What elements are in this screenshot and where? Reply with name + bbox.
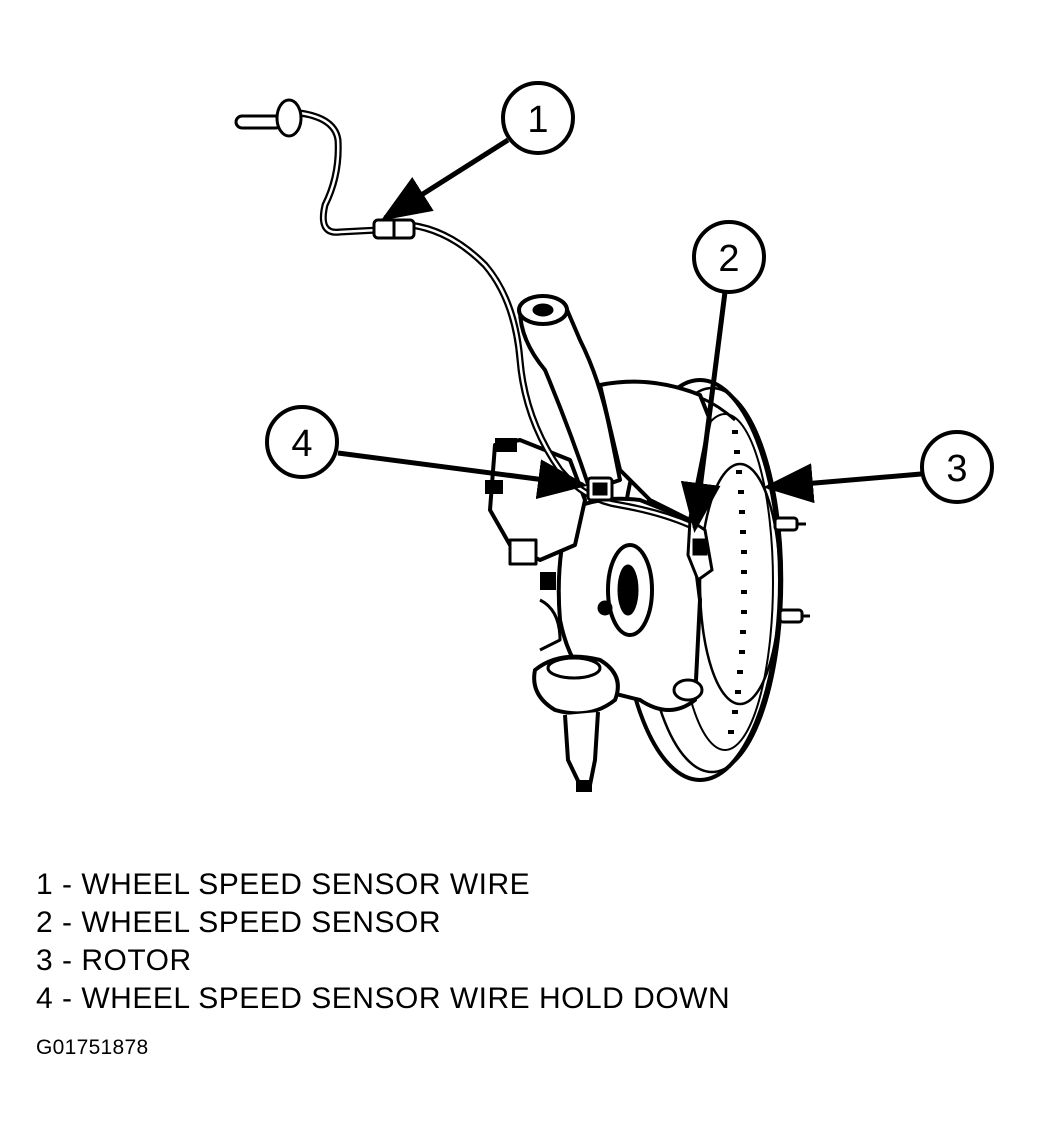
callout-4: 4 — [265, 405, 339, 479]
leader-4 — [337, 450, 588, 500]
hub-and-studs — [773, 516, 810, 624]
leader-3 — [763, 463, 922, 504]
svg-text:3: 3 — [946, 448, 967, 490]
knuckle-rotor-diagram: 1 2 3 4 — [234, 81, 994, 792]
legend-item-1: 1 - WHEEL SPEED SENSOR WIRE — [36, 868, 531, 901]
svg-text:2: 2 — [718, 238, 739, 280]
wire-hold-down-clip — [586, 476, 614, 502]
legend: 1 - WHEEL SPEED SENSOR WIRE 2 - WHEEL SP… — [36, 866, 730, 1018]
leader-2 — [680, 291, 728, 533]
rotor-vent-holes — [728, 430, 747, 734]
legend-item-3: 3 - ROTOR — [36, 944, 192, 977]
callout-2: 2 — [692, 220, 766, 294]
callout-leaders — [337, 137, 922, 533]
wire-connector — [234, 98, 416, 240]
callout-1: 1 — [501, 81, 575, 155]
callout-3: 3 — [920, 430, 994, 504]
legend-item-4: 4 - WHEEL SPEED SENSOR WIRE HOLD DOWN — [36, 982, 731, 1015]
legend-item-2: 2 - WHEEL SPEED SENSOR — [36, 906, 441, 939]
figure-id: G01751878 — [36, 1036, 149, 1059]
svg-text:1: 1 — [527, 99, 548, 141]
sensor-wire — [296, 109, 694, 529]
svg-text:4: 4 — [291, 423, 312, 465]
leader-1 — [380, 137, 510, 221]
